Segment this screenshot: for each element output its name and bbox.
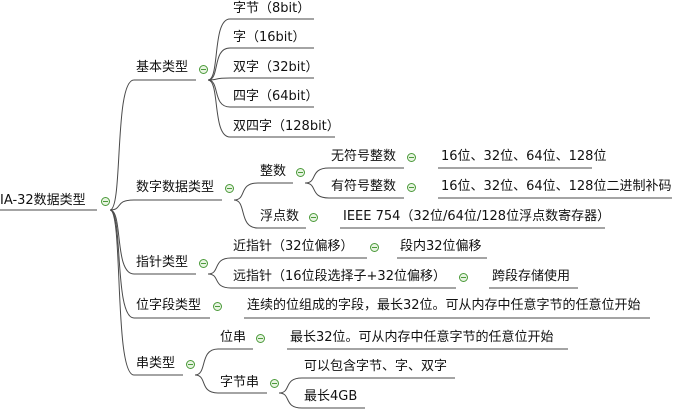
node-bit-string: 位串 [220,330,247,345]
collapse-toggle-icon[interactable] [225,184,234,193]
leaf-signed-detail: 16位、32位、64位、128位二进制补码 [441,179,672,194]
leaf-unsigned-detail: 16位、32位、64位、128位 [441,149,607,164]
collapse-toggle-icon[interactable] [199,65,208,74]
connector-curve [109,79,135,211]
node-byte-string: 字节串 [220,375,260,390]
node-integer: 整数 [260,164,287,179]
collapse-toggle-icon[interactable] [213,302,222,311]
connector-curve [194,348,219,376]
branch-string-types: 串类型 [136,356,176,371]
leaf-dqword: 双四字（128bit） [233,119,340,134]
leaf-dword: 双字（32bit） [233,60,319,75]
leaf-bytestring-content: 可以包含字节、字、双字 [304,359,448,374]
collapse-toggle-icon[interactable] [256,334,265,343]
collapse-toggle-icon[interactable] [309,213,318,222]
collapse-toggle-icon[interactable] [101,197,110,206]
leaf-bitfield-detail: 连续的位组成的字段，最长32位。可从内存中任意字节的任意位开始 [247,298,641,313]
leaf-near-detail: 段内32位偏移 [400,239,482,254]
connector-curve [207,257,232,275]
node-near-pointer: 近指针（32位偏移） [233,239,354,254]
leaf-far-detail: 跨段存储使用 [492,269,571,284]
connector-curve [194,374,219,394]
leaf-qword: 四字（64bit） [233,89,319,104]
collapse-toggle-icon[interactable] [296,168,305,177]
branch-pointer-types: 指针类型 [136,255,189,270]
connector-curve [109,199,135,211]
root-node: IA-32数据类型 [0,193,86,208]
collapse-toggle-icon[interactable] [459,273,468,282]
leaf-bytestring-size: 最长4GB [304,389,358,404]
node-float: 浮点数 [260,209,300,224]
connector-curve [109,209,135,376]
leaf-byte: 字节（8bit） [233,1,311,16]
branch-basic-types: 基本类型 [136,60,189,75]
connector-curve [207,18,231,81]
connector-curve [233,199,259,229]
connector-curve [304,167,330,184]
connector-curve [207,47,231,81]
collapse-toggle-icon[interactable] [186,360,195,369]
node-signed-integer: 有符号整数 [331,179,397,194]
branch-bitfield-type: 位字段类型 [136,298,202,313]
leaf-float-detail: IEEE 754（32位/64位/128位浮点数寄存器） [343,209,611,224]
leaf-word: 字（16bit） [233,30,306,45]
connector-curve [233,182,259,201]
connector-curve [278,392,303,409]
connector-curve [207,79,231,108]
node-unsigned-integer: 无符号整数 [331,149,397,164]
connector-curve [278,377,303,394]
node-far-pointer: 远指针（16位段选择子+32位偏移） [233,269,446,284]
leaf-bitstring-detail: 最长32位。可从内存中任意字节的任意位开始 [290,330,554,345]
connector-curve [304,182,330,199]
collapse-toggle-icon[interactable] [270,379,279,388]
branch-numeric-types: 数字数据类型 [136,180,215,195]
collapse-toggle-icon[interactable] [407,153,416,162]
collapse-toggle-icon[interactable] [199,259,208,268]
connector-curve [109,209,135,275]
connector-curve [207,79,231,138]
connector-curve [109,209,135,319]
collapse-toggle-icon[interactable] [407,183,416,192]
connector-curve [207,273,232,289]
collapse-toggle-icon[interactable] [370,243,379,252]
